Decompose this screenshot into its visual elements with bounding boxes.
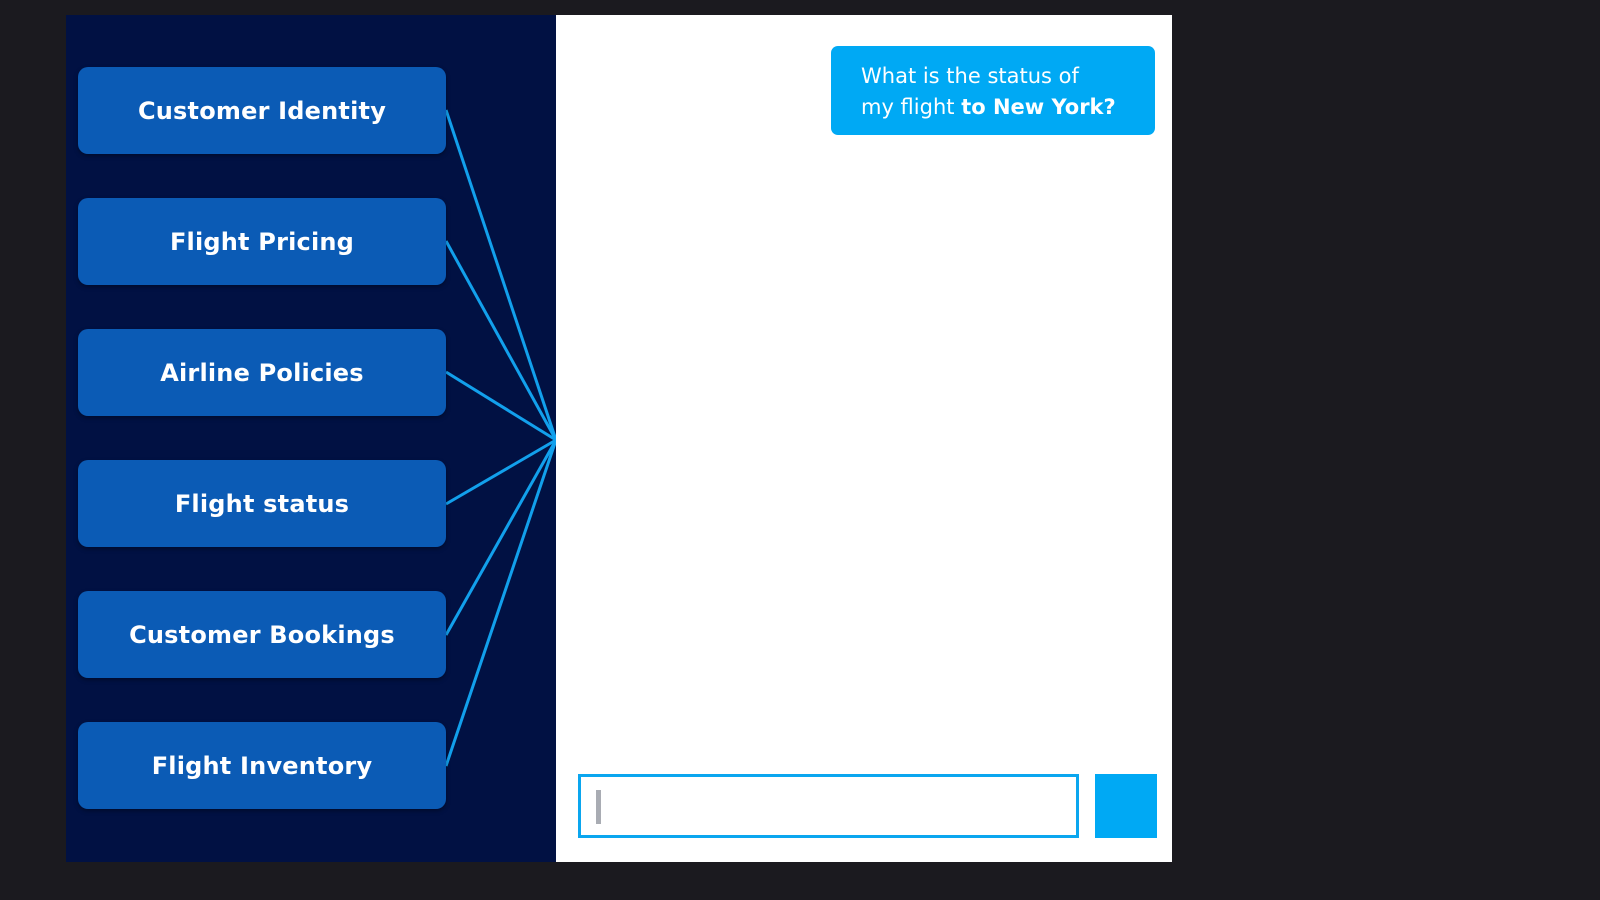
chat-panel — [556, 15, 1172, 862]
message-line-1: What is the status of — [861, 64, 1079, 88]
service-label: Flight status — [174, 489, 350, 518]
service-label: Flight Inventory — [151, 751, 373, 780]
service-label: Airline Policies — [160, 358, 364, 387]
service-flight-inventory[interactable]: Flight Inventory — [78, 722, 446, 809]
service-customer-identity[interactable]: Customer Identity — [78, 67, 446, 154]
text-cursor — [596, 790, 601, 824]
service-customer-bookings[interactable]: Customer Bookings — [78, 591, 446, 678]
service-flight-pricing[interactable]: Flight Pricing — [78, 198, 446, 285]
user-message-bubble: What is the status of my flight to New Y… — [831, 46, 1155, 135]
service-flight-status[interactable]: Flight status — [78, 460, 446, 547]
chat-input-box[interactable] — [578, 774, 1079, 838]
service-label: Customer Bookings — [129, 620, 395, 649]
service-label: Flight Pricing — [169, 227, 355, 256]
message-line-2: my flight to New York? — [861, 92, 1135, 123]
service-label: Customer Identity — [137, 96, 387, 125]
message-bold-text: to New York? — [961, 95, 1116, 119]
message-plain-text: my flight — [861, 95, 955, 119]
send-button[interactable] — [1095, 774, 1157, 838]
chat-input[interactable] — [581, 777, 1076, 835]
service-airline-policies[interactable]: Airline Policies — [78, 329, 446, 416]
